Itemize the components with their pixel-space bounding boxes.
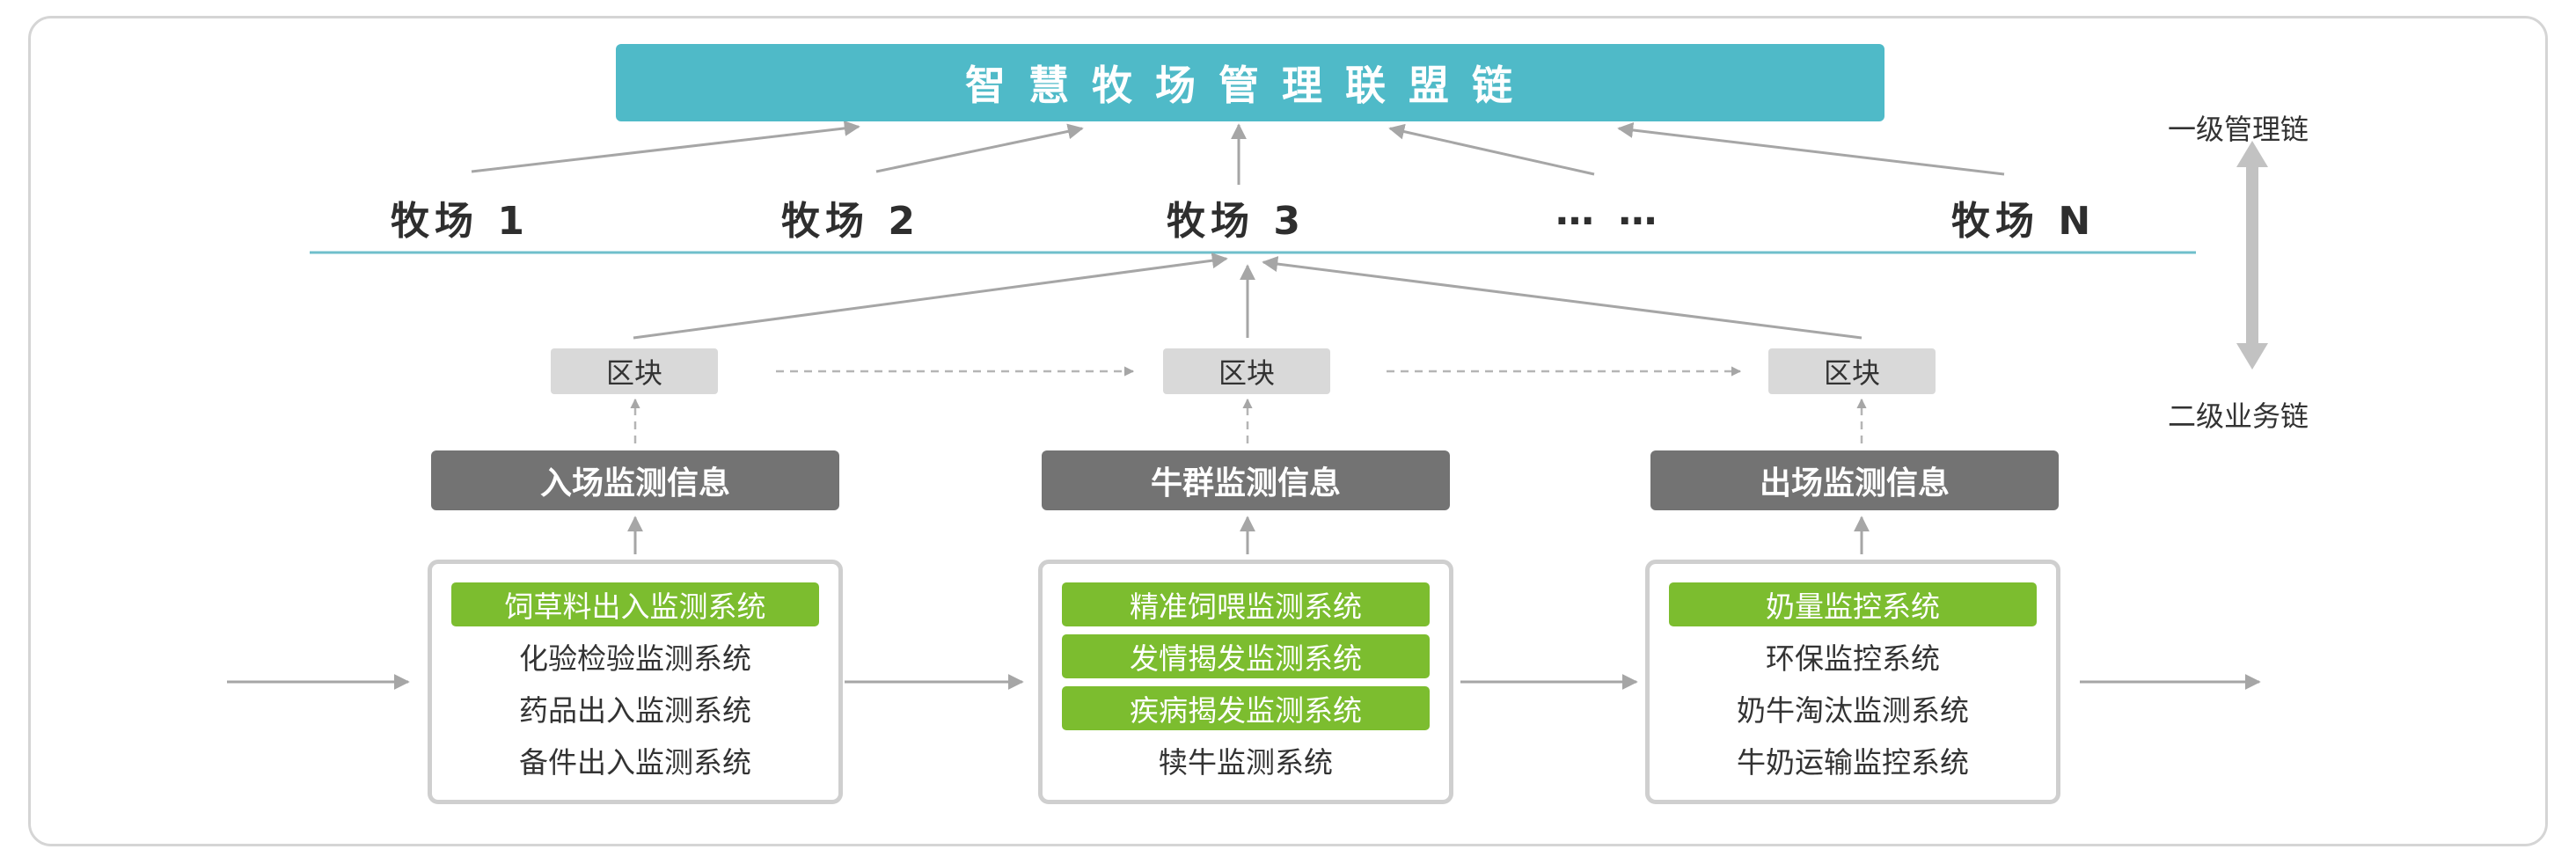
system-item: 环保监控系统 <box>1766 641 1940 676</box>
block-chain-links <box>630 366 1867 443</box>
farm-to-chain-arrows <box>471 120 2005 185</box>
level2-label: 二级业务链 <box>2168 399 2309 433</box>
system-item: 精准饲喂监测系统 <box>1062 582 1430 626</box>
entry-monitoring-heading: 入场监测信息 <box>431 450 839 510</box>
system-item: 牛奶运输监控系统 <box>1737 745 1969 780</box>
block-3: 区块 <box>1768 348 1936 394</box>
system-item: 疾病揭发监测系统 <box>1062 686 1430 730</box>
exit-monitoring-heading: 出场监测信息 <box>1650 450 2059 510</box>
level-double-arrow <box>2236 141 2268 370</box>
system-item: 化验检验监测系统 <box>519 641 751 676</box>
entry-systems-box: 饲草料出入监测系统 化验检验监测系统 药品出入监测系统 备件出入监测系统 <box>428 560 843 804</box>
alliance-chain-banner: 智慧牧场管理联盟链 <box>616 44 1884 121</box>
farm-1: 牧场 1 <box>391 199 530 244</box>
level1-label: 一级管理链 <box>2168 113 2309 146</box>
farm-n: 牧场 N <box>1951 199 2097 244</box>
block-2: 区块 <box>1163 348 1330 394</box>
herd-systems-box: 精准饲喂监测系统 发情揭发监测系统 疾病揭发监测系统 犊牛监测系统 <box>1038 560 1453 804</box>
block-to-farm-arrows <box>633 253 1862 340</box>
system-item: 发情揭发监测系统 <box>1062 634 1430 678</box>
farm-2: 牧场 2 <box>781 199 920 244</box>
system-item: 饲草料出入监测系统 <box>451 582 819 626</box>
herd-monitoring-heading: 牛群监测信息 <box>1042 450 1450 510</box>
farm-ellipsis: … … <box>1555 189 1663 234</box>
system-to-heading-arrows <box>627 516 1870 554</box>
system-item: 备件出入监测系统 <box>519 745 751 780</box>
exit-systems-box: 奶量监控系统 环保监控系统 奶牛淘汰监测系统 牛奶运输监控系统 <box>1645 560 2060 804</box>
system-item: 奶量监控系统 <box>1669 582 2037 626</box>
system-item: 药品出入监测系统 <box>519 693 751 728</box>
system-item: 奶牛淘汰监测系统 <box>1737 693 1969 728</box>
system-item: 犊牛监测系统 <box>1159 745 1333 780</box>
block-1: 区块 <box>551 348 718 394</box>
farm-3: 牧场 3 <box>1167 199 1306 244</box>
